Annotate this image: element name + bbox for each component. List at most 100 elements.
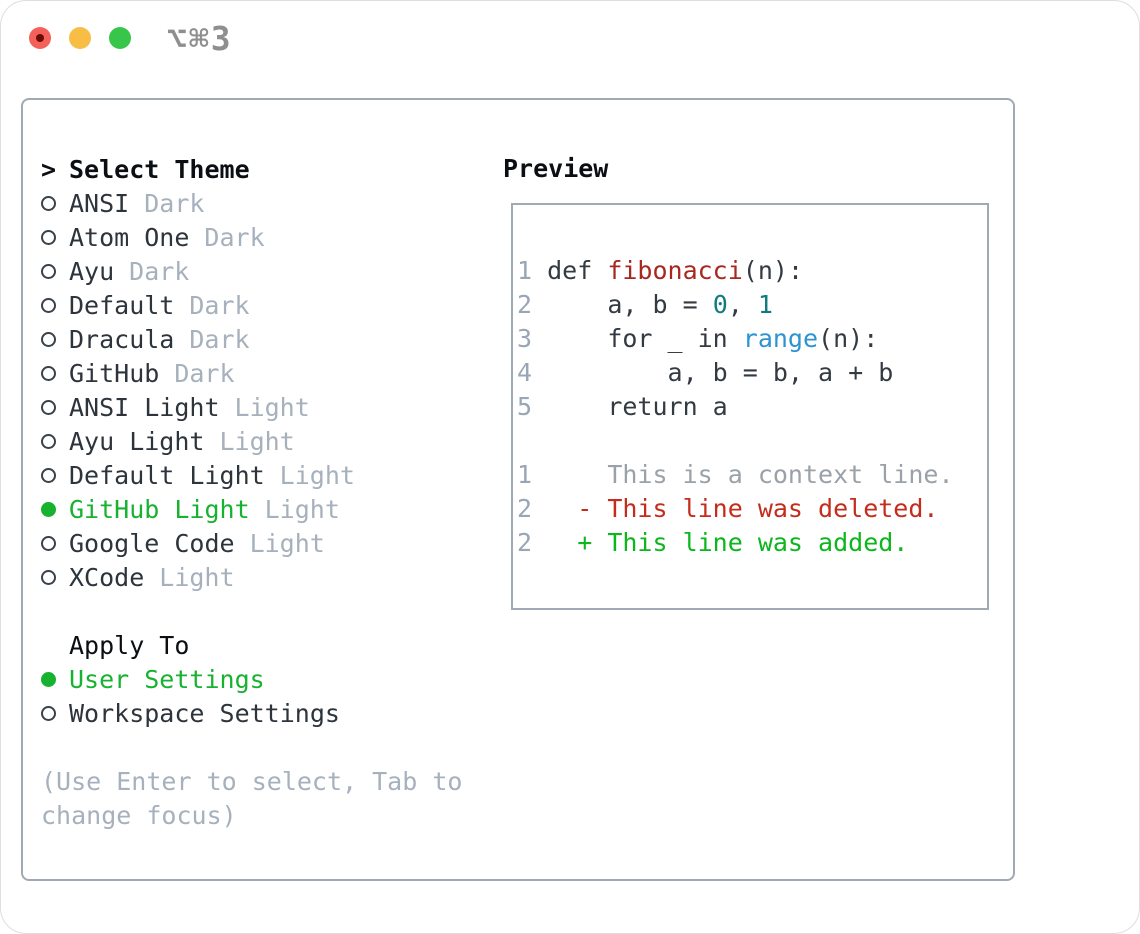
window-shortcut-label: ⌥⌘3: [167, 19, 233, 58]
code-text: ,: [727, 290, 758, 319]
theme-item-default-dark[interactable]: Default Dark: [41, 288, 481, 322]
theme-name: XCode: [69, 562, 145, 592]
titlebar: ⌥⌘3: [1, 1, 1139, 75]
theme-variant-tag: Light: [249, 528, 325, 558]
theme-name: Default Light: [69, 460, 265, 490]
theme-name: ANSI: [69, 188, 130, 218]
theme-variant-tag: Light: [234, 392, 310, 422]
theme-item-ansi-light[interactable]: ANSI Light Light: [41, 390, 481, 424]
added-text: + This line was added.: [577, 528, 909, 557]
apply-option-label: User Settings: [69, 664, 265, 694]
number-literal: 1: [757, 290, 773, 319]
spacer: [41, 730, 481, 764]
theme-name: Atom One: [69, 222, 190, 252]
radio-icon: [41, 365, 56, 381]
theme-variant-tag: Light: [159, 562, 235, 592]
theme-variant-tag: Dark: [129, 256, 190, 286]
apply-to-header: Apply To: [41, 628, 481, 662]
code-text: def: [532, 256, 608, 285]
deleted-text: - This line was deleted.: [577, 494, 939, 523]
radio-icon: [41, 535, 56, 551]
theme-variant-tag: Dark: [144, 188, 205, 218]
radio-selected-icon: [41, 501, 56, 517]
apply-to-workspace-settings[interactable]: Workspace Settings: [41, 696, 481, 730]
theme-item-xcode-light[interactable]: XCode Light: [41, 560, 481, 594]
code-line: 2 a, b = 0, 1: [517, 288, 987, 322]
theme-item-dracula-dark[interactable]: Dracula Dark: [41, 322, 481, 356]
code-text: for _ in: [532, 324, 743, 353]
number-literal: 0: [712, 290, 728, 319]
theme-name: GitHub: [69, 358, 160, 388]
code-text: a, b =: [532, 290, 713, 319]
theme-name: ANSI Light: [69, 392, 220, 422]
spacer: [41, 594, 481, 628]
apply-to-user-settings[interactable]: User Settings: [41, 662, 481, 696]
minimize-button[interactable]: [69, 27, 91, 49]
theme-variant-tag: Light: [279, 460, 355, 490]
line-number: 5: [517, 392, 533, 421]
theme-item-ayu-dark[interactable]: Ayu Dark: [41, 254, 481, 288]
theme-picker-header: >Select Theme: [41, 152, 481, 186]
radio-icon: [41, 195, 56, 211]
theme-item-google-code-light[interactable]: Google Code Light: [41, 526, 481, 560]
theme-variant-tag: Dark: [174, 358, 235, 388]
theme-item-github-dark[interactable]: GitHub Dark: [41, 356, 481, 390]
hint-row: (Use Enter to select, Tab to: [41, 764, 481, 798]
code-text: (n):: [742, 256, 804, 285]
theme-name: GitHub Light: [69, 494, 250, 524]
theme-item-atom-one-dark[interactable]: Atom One Dark: [41, 220, 481, 254]
close-button[interactable]: [29, 27, 51, 49]
theme-variant-tag: Dark: [204, 222, 265, 252]
close-dot-icon: [36, 34, 44, 42]
zoom-button[interactable]: [109, 27, 131, 49]
radio-selected-icon: [41, 671, 56, 687]
theme-variant-tag: Dark: [189, 324, 250, 354]
hint-row: change focus): [41, 798, 481, 832]
hint-text: (Use Enter to select, Tab to: [41, 766, 463, 796]
line-number: 1: [517, 460, 533, 489]
code-line: 4 a, b = b, a + b: [517, 356, 987, 390]
cursor-icon: >: [41, 154, 57, 184]
line-number: 4: [517, 358, 533, 387]
code-text: return a: [532, 392, 728, 421]
code-line: 1 def fibonacci(n):: [517, 254, 987, 288]
radio-icon: [41, 229, 56, 245]
radio-icon: [41, 263, 56, 279]
hint-text: change focus): [41, 800, 237, 830]
blank-code-line: [517, 424, 987, 458]
radio-icon: [41, 705, 56, 721]
theme-name: Dracula: [69, 324, 175, 354]
line-number: 1: [517, 256, 533, 285]
diff-added-line: 2 + This line was added.: [517, 526, 987, 560]
theme-variant-tag: Light: [264, 494, 340, 524]
function-name: fibonacci: [607, 256, 743, 285]
theme-item-github-light[interactable]: GitHub Light Light: [41, 492, 481, 526]
preview-title: Preview: [503, 154, 609, 183]
apply-to-title: Apply To: [69, 630, 190, 660]
theme-item-ansi-dark[interactable]: ANSI Dark: [41, 186, 481, 220]
radio-icon: [41, 331, 56, 347]
radio-icon: [41, 433, 56, 449]
diff-deleted-line: 2 - This line was deleted.: [517, 492, 987, 526]
line-number: 2: [517, 494, 533, 523]
radio-icon: [41, 399, 56, 415]
code-line: 5 return a: [517, 390, 987, 424]
radio-icon: [41, 297, 56, 313]
theme-name: Default: [69, 290, 175, 320]
theme-name: Google Code: [69, 528, 235, 558]
line-number: 2: [517, 290, 533, 319]
line-number: 3: [517, 324, 533, 353]
theme-item-default-light[interactable]: Default Light Light: [41, 458, 481, 492]
theme-variant-tag: Dark: [189, 290, 250, 320]
preview-box: 1 def fibonacci(n): 2 a, b = 0, 1 3 for …: [511, 203, 989, 610]
code-text: (n):: [818, 324, 879, 353]
context-text: This is a context line.: [532, 460, 954, 489]
apply-option-label: Workspace Settings: [69, 698, 340, 728]
line-number: 2: [517, 528, 533, 557]
diff-context-line: 1 This is a context line.: [517, 458, 987, 492]
code-text: [532, 494, 577, 523]
theme-name: Ayu: [69, 256, 115, 286]
